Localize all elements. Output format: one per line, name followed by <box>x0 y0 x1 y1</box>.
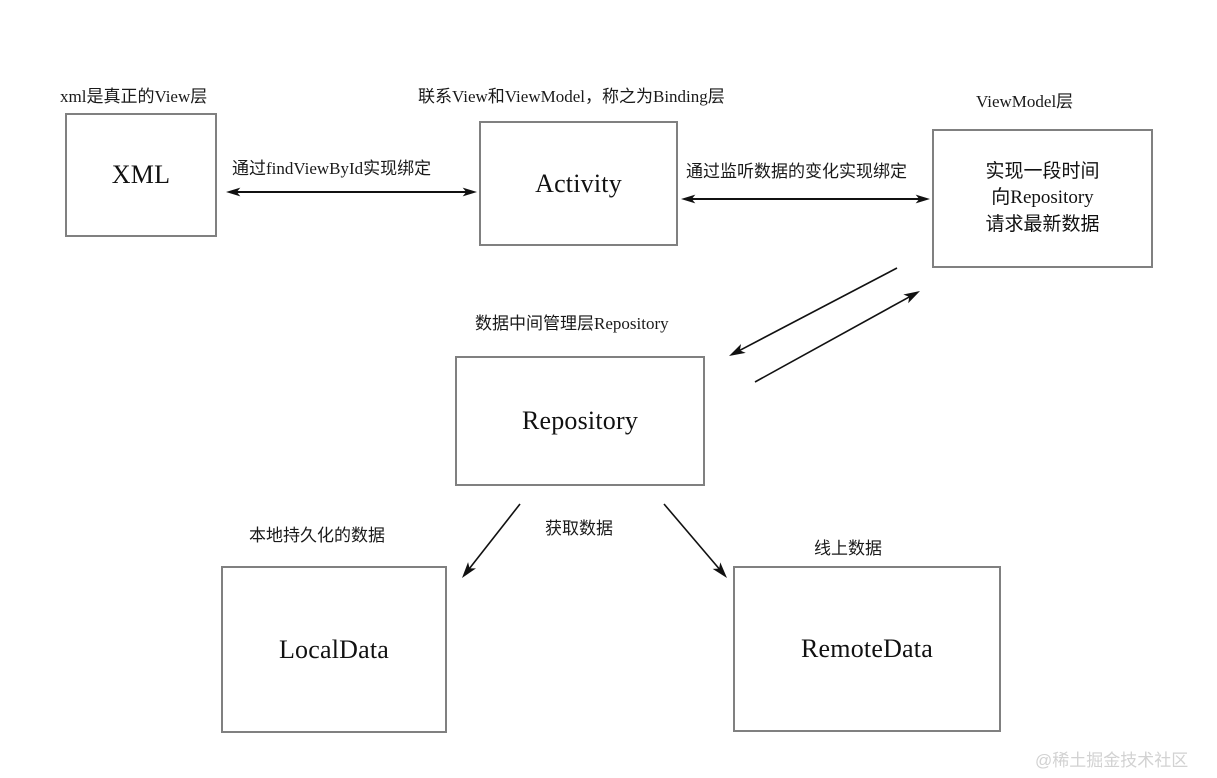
node-viewmodel-label: 实现一段时间 向Repository 请求最新数据 <box>985 161 1100 235</box>
edge-xml-activity-arrowhead-start <box>226 187 241 197</box>
edge-repository-localdata-arrowhead-end <box>462 562 476 578</box>
node-viewmodel[interactable]: 实现一段时间 向Repository 请求最新数据 <box>932 129 1153 268</box>
node-localdata[interactable]: LocalData <box>221 566 447 733</box>
watermark: @稀土掘金技术社区 <box>1035 751 1189 770</box>
edge-activity-viewmodel-arrowhead-end <box>915 194 930 204</box>
edge-viewmodel-to-repository-line <box>736 267 898 353</box>
node-activity-label: Activity <box>535 168 622 198</box>
edge-viewmodel-to-repository-arrowhead-end <box>729 344 746 356</box>
caption-viewmodel-layer: ViewModel层 <box>976 92 1074 111</box>
edge-xml-activity-arrowhead-end <box>462 187 477 197</box>
edge-repository-to-viewmodel-line <box>754 294 913 383</box>
node-activity[interactable]: Activity <box>479 121 678 246</box>
caption-repository-layer: 数据中间管理层Repository <box>475 314 669 333</box>
node-xml[interactable]: XML <box>65 113 217 237</box>
edge-activity-viewmodel-arrowhead-start <box>681 194 696 204</box>
node-xml-label: XML <box>111 160 171 190</box>
edge-repository-remotedata-arrowhead-end <box>712 562 727 578</box>
caption-remotedata-layer: 线上数据 <box>814 539 882 558</box>
edge-label-observe-data: 通过监听数据的变化实现绑定 <box>686 162 907 181</box>
caption-binding-layer: 联系View和ViewModel，称之为Binding层 <box>418 87 725 106</box>
edge-repository-localdata-line <box>467 503 521 572</box>
edge-label-findviewbyid: 通过findViewById实现绑定 <box>232 159 432 178</box>
edge-label-fetch-data: 获取数据 <box>545 519 613 538</box>
node-repository[interactable]: Repository <box>455 356 705 486</box>
caption-xml-layer: xml是真正的View层 <box>60 87 208 106</box>
edge-repository-to-viewmodel-arrowhead-end <box>903 291 920 304</box>
edge-repository-remotedata-line <box>663 503 722 572</box>
node-localdata-label: LocalData <box>278 634 390 664</box>
node-remotedata-label: RemoteData <box>801 634 933 664</box>
caption-localdata-layer: 本地持久化的数据 <box>249 526 385 545</box>
node-repository-label: Repository <box>521 406 639 436</box>
node-remotedata[interactable]: RemoteData <box>733 566 1001 732</box>
